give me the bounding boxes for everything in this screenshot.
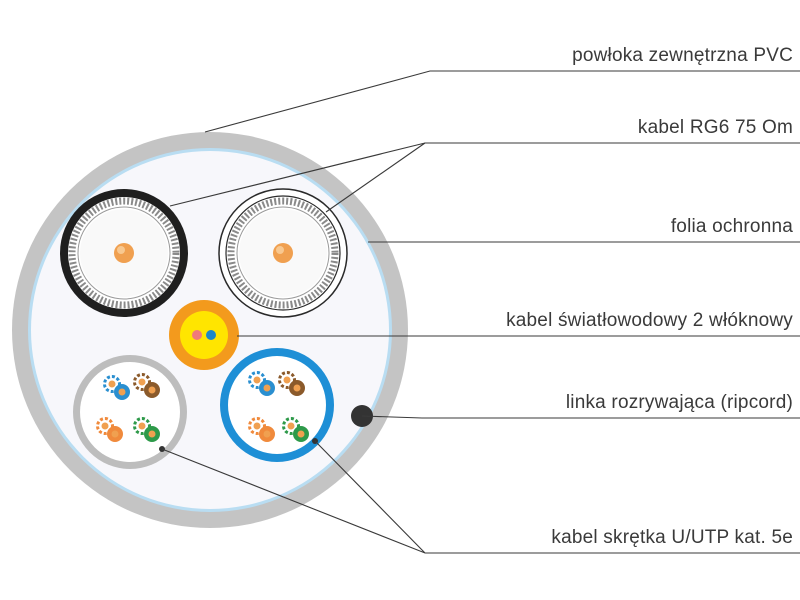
label-utp: kabel skrętka U/UTP kat. 5e — [551, 527, 793, 548]
label-fiber: kabel światłowodowy 2 włóknowy — [506, 310, 793, 331]
label-foil: folia ochronna — [671, 216, 793, 237]
twisted-pair-orange — [96, 417, 123, 442]
leader-lines — [161, 70, 800, 554]
coax-cable-black — [60, 189, 188, 317]
twisted-pair-blue — [248, 371, 275, 396]
leader-utp — [161, 440, 800, 554]
label-coax: kabel RG6 75 Om — [638, 117, 793, 138]
twisted-pair-orange — [248, 417, 275, 442]
twisted-pair-brown — [278, 371, 305, 396]
leader-coax — [169, 142, 800, 213]
twisted-pair-green — [282, 417, 309, 442]
twisted-pair-blue — [103, 375, 130, 400]
labels: powłoka zewnętrzna PVC kabel RG6 75 Om f… — [506, 45, 793, 548]
leader-ripcord — [361, 415, 800, 419]
twisted-pair-green — [133, 417, 160, 442]
coax-cable-white — [218, 188, 348, 318]
label-outer-jacket: powłoka zewnętrzna PVC — [572, 45, 793, 66]
label-ripcord: linka rozrywająca (ripcord) — [566, 392, 793, 413]
leader-outer-jacket — [204, 70, 800, 133]
twisted-pair-brown — [133, 373, 160, 398]
utp-cable-gray — [73, 355, 187, 469]
fiber-optic-cable — [169, 300, 239, 370]
utp-cable-blue — [220, 348, 334, 462]
